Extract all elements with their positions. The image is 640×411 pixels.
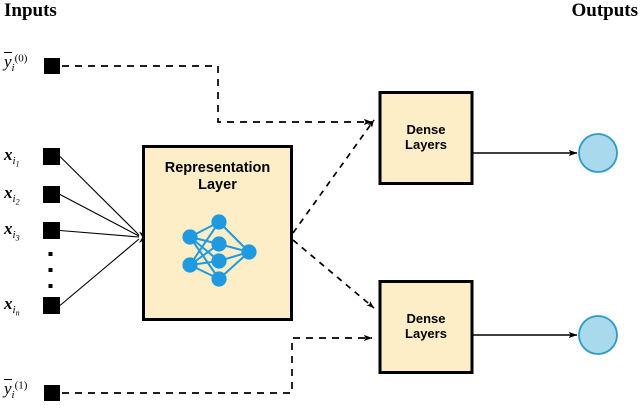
dense-layers-block-top xyxy=(378,91,474,185)
feedback-path-top xyxy=(62,65,373,126)
input-marker-x1 xyxy=(43,148,60,165)
input-marker-x2 xyxy=(43,186,60,203)
representation-layer-block xyxy=(142,145,293,321)
label-feedback-y0: yi(0) xyxy=(4,52,28,74)
label-feedback-y1: yi(1) xyxy=(4,379,28,401)
input-marker-y0 xyxy=(44,58,60,74)
input-marker-x3 xyxy=(43,222,60,239)
representation-to-dense-bottom xyxy=(292,239,375,309)
label-feature-x1: xi1 xyxy=(4,145,20,169)
output-node-bottom xyxy=(578,315,618,355)
inputs-heading: Inputs xyxy=(4,0,57,21)
output-node-top xyxy=(578,133,618,173)
representation-to-dense-top xyxy=(292,119,375,234)
feedback-path-bottom xyxy=(62,334,373,394)
feature-connection-lines xyxy=(59,156,140,306)
dense-layers-block-bottom xyxy=(378,280,474,374)
outputs-heading: Outputs xyxy=(571,0,638,21)
label-feature-xn: xin xyxy=(4,294,20,318)
input-ellipsis-dots xyxy=(48,252,53,288)
label-feature-x3: xi3 xyxy=(4,219,20,243)
input-marker-xn xyxy=(43,297,60,314)
input-marker-y1 xyxy=(44,385,60,401)
embedded-network-graphic xyxy=(182,214,257,287)
label-feature-x2: xi2 xyxy=(4,183,20,207)
